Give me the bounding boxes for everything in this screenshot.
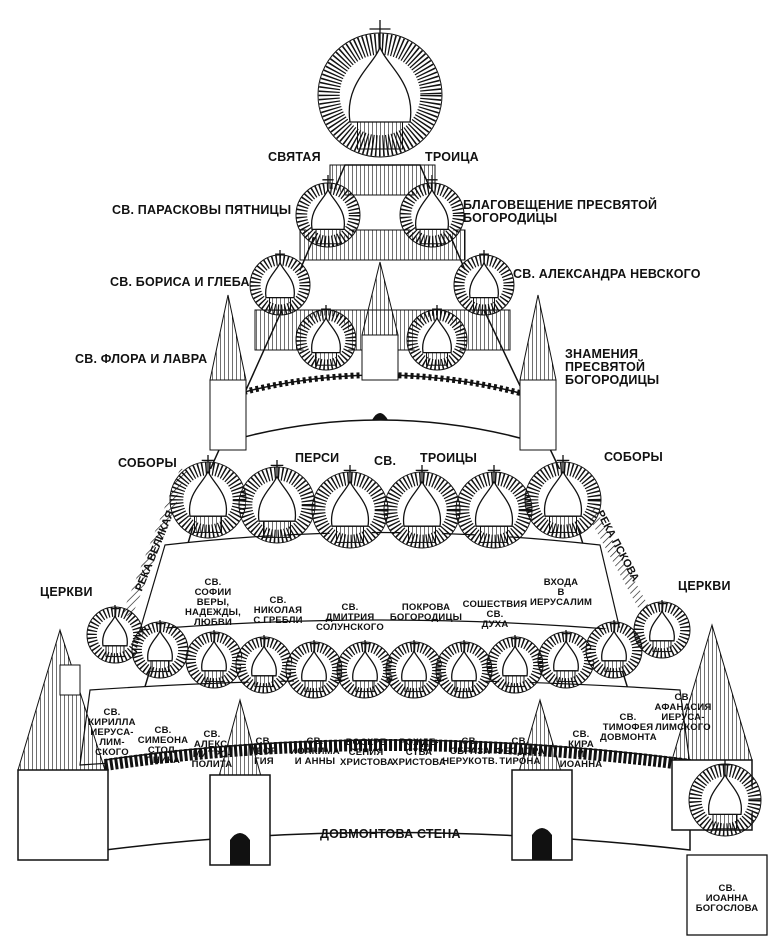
tier-band-top bbox=[329, 164, 436, 196]
label-dmitry: СВ. ДМИТРИЯ СОЛУНСКОГО bbox=[316, 602, 384, 633]
dome-23 bbox=[585, 620, 643, 679]
label-timofey: СВ. ТИМОФЕЯ ДОВМОНТА bbox=[600, 712, 657, 743]
label-georgy: СВ. ГЕОР ГИЯ bbox=[250, 736, 278, 767]
label-znamenie: ЗНАМЕНИЯ ПРЕСВЯТОЙ БОГОРОДИЦЫ bbox=[565, 347, 660, 387]
label-tserkvi-left: ЦЕРКВИ bbox=[40, 585, 93, 599]
dome-9 bbox=[311, 465, 389, 549]
dome-24 bbox=[633, 600, 691, 659]
left-upper-tower-roof bbox=[209, 294, 247, 381]
dome-8 bbox=[238, 460, 316, 544]
dome-0 bbox=[317, 20, 443, 158]
label-holy-trinity-left: СВЯТАЯ bbox=[268, 150, 321, 164]
label-kira: СВ. КИРА И ИОАННА bbox=[559, 729, 603, 770]
dome-25 bbox=[688, 760, 762, 837]
label-afanasy: СВ. АФАНАСИЯ ИЕРУСА- ЛИМСКОГО bbox=[654, 692, 712, 733]
label-troitsy: ТРОИЦЫ bbox=[420, 451, 478, 465]
dome-12 bbox=[524, 455, 602, 539]
dome-4 bbox=[453, 250, 515, 316]
river-velikaya-band bbox=[120, 468, 190, 622]
label-kirill: СВ. КИРИЛЛА ИЕРУСА- ЛИМ- СКОГО bbox=[88, 707, 136, 758]
dome-22 bbox=[537, 630, 595, 689]
central-tower-roof bbox=[361, 261, 399, 336]
dome-13 bbox=[86, 605, 144, 664]
label-persi: ПЕРСИ bbox=[295, 451, 340, 465]
dome-19 bbox=[385, 640, 443, 699]
dome-5 bbox=[295, 305, 357, 371]
label-pokrov: ПОКРОВА БОГОРОДИЦЫ bbox=[389, 602, 463, 623]
label-alexy: СВ. АЛЕКС. МИТРО- ПОЛИТА bbox=[191, 729, 233, 770]
left-big-tower bbox=[17, 769, 109, 861]
right-upper-tower-roof bbox=[519, 294, 557, 381]
label-dovmont-wall: ДОВМОНТОВА СТЕНА bbox=[320, 827, 461, 841]
label-sobory-left: СОБОРЫ bbox=[118, 456, 177, 470]
label-flor-lavr: СВ. ФЛОРА И ЛАВРА bbox=[75, 352, 208, 366]
dome-11 bbox=[455, 465, 533, 549]
label-tserkvi-right: ЦЕРКВИ bbox=[678, 579, 731, 593]
label-paraskeva: СВ. ПАРАСКОВЫ ПЯТНИЦЫ bbox=[112, 203, 292, 217]
church-ioann-building bbox=[686, 854, 768, 936]
dome-1 bbox=[295, 175, 361, 248]
dome-15 bbox=[185, 630, 243, 689]
label-ioakim: СВ. ИОАКИМА И АННЫ bbox=[290, 736, 340, 767]
label-feodor: СВ. ФЕОДОРА ТИРОНА bbox=[495, 736, 545, 767]
label-voskresenie: ВОСКРЕ СЕНИЯ ХРИСТОВА bbox=[340, 737, 394, 768]
label-soshestvie: СОШЕСТВИЯ СВ. ДУХА bbox=[462, 599, 528, 630]
label-sofia: СВ. СОФИИ ВЕРЫ, НАДЕЖДЫ, ЛЮБВИ bbox=[184, 577, 242, 628]
dome-2 bbox=[399, 175, 465, 248]
dome-6 bbox=[406, 305, 468, 371]
label-simeon: СВ. СИМЕОНА СТОЛ- ПНИКА bbox=[137, 725, 189, 766]
label-rozhdestvo: РОЖДЕ- СТВА ХРИСТОВА bbox=[392, 737, 446, 768]
label-nikolai: СВ. НИКОЛАЯ С ГРЕБЛИ bbox=[253, 595, 303, 626]
river-pskova-band bbox=[580, 497, 650, 613]
dome-16 bbox=[235, 635, 293, 694]
label-holy-trinity-right: ТРОИЦА bbox=[425, 150, 479, 164]
label-annunciation: БЛАГОВЕЩЕНИЕ ПРЕСВЯТОЙ БОГОРОДИЦЫ bbox=[463, 198, 658, 225]
dome-17 bbox=[285, 640, 343, 699]
label-alexander-nevsky: СВ. АЛЕКСАНДРА НЕВСКОГО bbox=[513, 267, 701, 281]
label-obraz: СВ. ОБРАЗА НЕРУКОТВ. bbox=[442, 736, 498, 767]
dome-3 bbox=[249, 250, 311, 316]
label-vhod: ВХОДА В ИЕРУСАЛИМ bbox=[530, 577, 593, 608]
dome-21 bbox=[486, 635, 544, 694]
label-boris-gleb: СВ. БОРИСА И ГЛЕБА bbox=[110, 275, 250, 289]
dome-20 bbox=[435, 640, 493, 699]
domes-layer bbox=[86, 20, 762, 837]
label-ioann-bogoslov: СВ. ИОАННА БОГОСЛОВА bbox=[695, 883, 759, 914]
dome-18 bbox=[336, 640, 394, 699]
dome-7 bbox=[169, 455, 247, 539]
label-sobory-right: СОБОРЫ bbox=[604, 450, 663, 464]
dome-10 bbox=[383, 465, 461, 549]
label-sv: СВ. bbox=[374, 454, 397, 468]
